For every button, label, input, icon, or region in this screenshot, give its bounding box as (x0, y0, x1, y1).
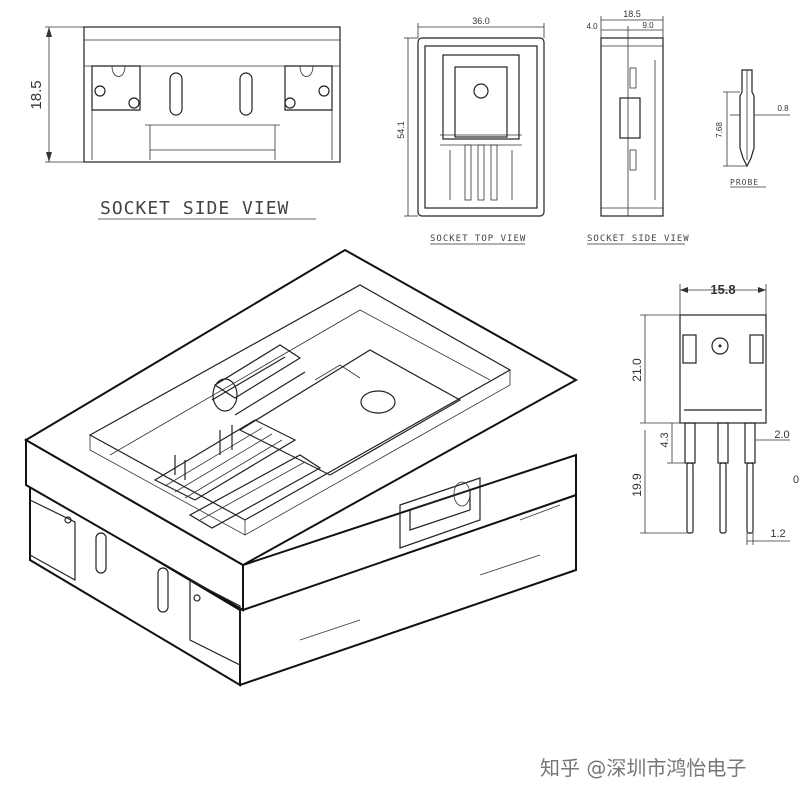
package-pitch-label: 2.0 (774, 429, 789, 441)
package-width-label: 15.8 (710, 282, 735, 297)
probe-dia-label: 0.8 (777, 104, 789, 113)
package-lead-width-label: 1.2 (770, 528, 785, 540)
package-lead-offset-label: 4.3 (659, 432, 671, 447)
small-side-total-label: 18.5 (623, 9, 641, 19)
socket-side-view-large: 18.5 SOCKET SIDE VIEW (28, 26, 341, 220)
probe-length-label: 7.68 (715, 122, 724, 138)
socket-top-view: 36.0 54.1 SOCKET TOP VIEW (396, 16, 545, 245)
top-view-height-label: 54.1 (396, 121, 406, 139)
package-lead-length-label: 19.9 (630, 473, 644, 497)
package-edge-label: 0 (793, 474, 799, 486)
package-outline: 15.8 21.0 19.9 4.3 2.0 0 1.2 (630, 282, 799, 545)
probe: 7.68 0.8 PROBE (715, 69, 790, 188)
socket-side-view-caption: SOCKET SIDE VIEW (100, 198, 289, 219)
socket-side-view-small: 18.5 4.0 9.0 SOCKET SIDE VIEW (586, 9, 690, 245)
socket-top-view-caption: SOCKET TOP VIEW (430, 234, 526, 244)
watermark: 知乎 @深圳市鸿怡电子 (540, 756, 746, 780)
probe-caption: PROBE (730, 178, 759, 187)
small-side-right-label: 9.0 (642, 21, 654, 30)
large-side-height-label: 18.5 (28, 80, 45, 109)
socket-isometric-view (24, 248, 579, 687)
socket-side-view-small-caption: SOCKET SIDE VIEW (587, 234, 690, 244)
package-body-height-label: 21.0 (630, 358, 644, 382)
small-side-left-label: 4.0 (586, 22, 598, 31)
top-view-width-label: 36.0 (472, 16, 490, 26)
